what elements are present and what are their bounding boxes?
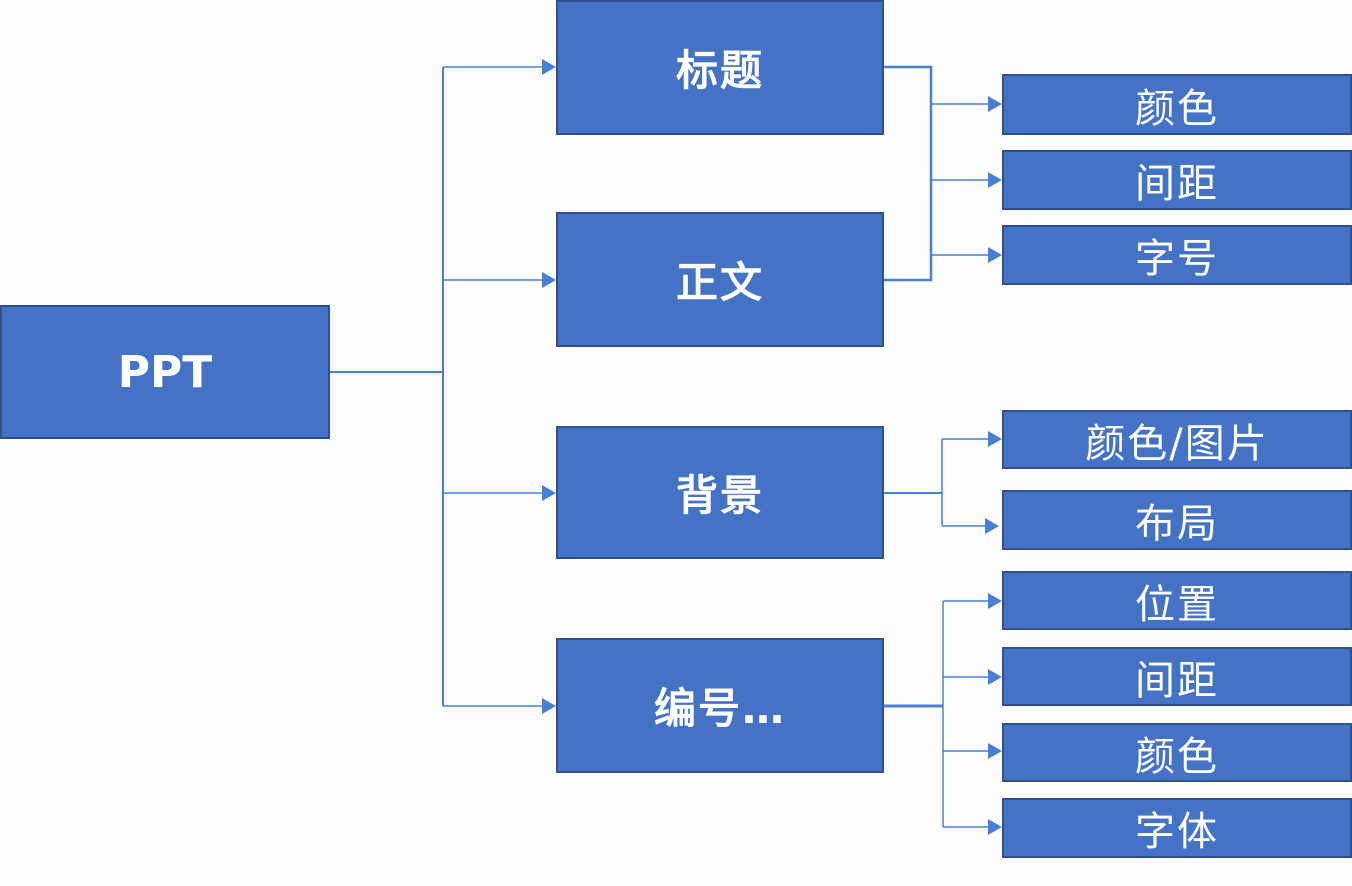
node-label: 编号…: [653, 684, 786, 733]
node-bg-layout: 布局: [1002, 490, 1352, 550]
arrow-head-icon: [542, 485, 556, 501]
node-num-spacing: 间距: [1002, 647, 1352, 706]
arrow-head-icon: [542, 272, 556, 288]
node-label: 颜色: [1135, 733, 1219, 780]
arrow-head-icon: [988, 593, 1002, 609]
node-label: 正文: [675, 258, 764, 307]
node-num-font: 字体: [1002, 798, 1352, 858]
arrow-head-icon: [542, 698, 556, 714]
node-label: 间距: [1135, 657, 1219, 704]
arrow-head-icon: [985, 518, 999, 534]
node-num-position: 位置: [1002, 571, 1352, 630]
node-label: 间距: [1135, 161, 1219, 207]
node-label: 字号: [1135, 236, 1219, 282]
node-label: 背景: [675, 471, 764, 520]
node-font-spacing: 间距: [1002, 150, 1352, 210]
node-body: 正文: [556, 212, 884, 347]
connector-text-bus: [884, 65, 933, 282]
arrow-head-icon: [542, 59, 556, 75]
node-background: 背景: [556, 426, 884, 559]
arrow-head-icon: [988, 172, 1002, 188]
node-title: 标题: [556, 0, 884, 135]
node-bg-color-image: 颜色/图片: [1002, 410, 1352, 469]
node-font-size: 字号: [1002, 225, 1352, 285]
arrow-head-icon: [988, 819, 1002, 835]
node-label: 布局: [1135, 501, 1219, 547]
arrow-head-icon: [988, 96, 1002, 112]
node-label: 颜色: [1135, 85, 1219, 132]
arrow-head-icon: [988, 669, 1002, 685]
node-label: 颜色/图片: [1085, 420, 1269, 467]
node-label: 标题: [675, 46, 764, 95]
node-label: 位置: [1135, 581, 1219, 628]
node-num-color: 颜色: [1002, 723, 1352, 782]
node-label: 字体: [1135, 809, 1219, 855]
node-font-color: 颜色: [1002, 74, 1352, 135]
node-ppt: PPT: [0, 305, 330, 439]
node-label: PPT: [117, 346, 213, 398]
arrow-head-icon: [988, 247, 1002, 263]
arrow-head-icon: [988, 431, 1002, 447]
node-numbering: 编号…: [556, 638, 884, 773]
arrow-head-icon: [988, 743, 1002, 759]
